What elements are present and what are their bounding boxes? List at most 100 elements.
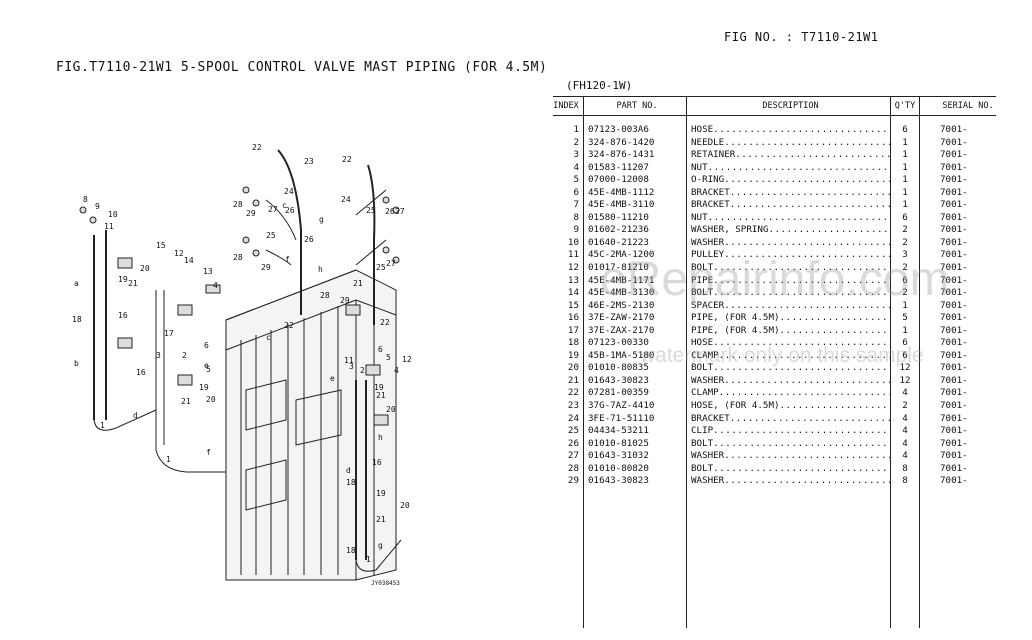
svg-text:5: 5: [206, 365, 211, 374]
row-part-no: 45C-2MA-1200: [583, 249, 687, 263]
row-description: HOSE: [686, 124, 891, 137]
row-serial-no: 7001-: [940, 136, 968, 148]
row-description: PIPE, (FOR 4.5M): [686, 324, 891, 338]
svg-text:11: 11: [344, 356, 354, 365]
svg-text:19: 19: [374, 383, 384, 392]
row-index: 25: [553, 425, 584, 438]
row-description: BRACKET: [686, 199, 891, 212]
row-qty: 4: [890, 412, 920, 426]
row-part-no: 45E-4MB-1112: [583, 186, 687, 200]
svg-text:28: 28: [233, 200, 243, 209]
row-qty: 8: [890, 462, 920, 476]
row-index: 17: [553, 324, 584, 338]
row-part-no: 45E-4MB-1171: [583, 274, 687, 288]
row-index: 11: [553, 249, 584, 263]
row-qty: 1: [890, 199, 920, 212]
row-index: 8: [553, 211, 584, 225]
row-serial-no: 7001-: [940, 236, 968, 248]
parts-table: INDEX PART NO. DESCRIPTION Q'TY SERIAL N…: [553, 96, 996, 628]
row-serial-no: 7001-: [940, 425, 968, 437]
row-part-no: 37E-ZAX-2170: [583, 324, 687, 338]
row-qty: 6: [890, 211, 920, 225]
svg-text:22: 22: [380, 318, 390, 327]
row-part-no: 37E-ZAW-2170: [583, 312, 687, 325]
row-description: PIPE: [686, 274, 891, 288]
row-part-no: 07281-00359: [583, 387, 687, 401]
row-part-no: 01010-80820: [583, 462, 687, 476]
row-serial-no: 7001-: [940, 249, 968, 261]
svg-text:c: c: [282, 201, 287, 210]
svg-text:d: d: [133, 411, 138, 420]
svg-text:21: 21: [353, 279, 363, 288]
row-serial-no: 7001-: [940, 211, 968, 223]
svg-text:d: d: [346, 466, 351, 475]
row-qty: 1: [890, 299, 920, 313]
row-part-no: 324-876-1431: [583, 149, 687, 162]
svg-text:f: f: [206, 448, 211, 457]
row-description: HOSE, (FOR 4.5M): [686, 400, 891, 413]
row-serial-no: 7001-: [940, 462, 968, 474]
row-serial-no: 7001-: [940, 161, 968, 173]
row-index: 21: [553, 374, 584, 388]
svg-text:h: h: [318, 265, 323, 274]
row-index: 4: [553, 161, 584, 175]
row-description: SPACER: [686, 299, 891, 313]
svg-text:c: c: [266, 333, 271, 342]
row-description: PULLEY: [686, 249, 891, 263]
svg-text:18: 18: [346, 546, 356, 555]
row-serial-no: 7001-: [940, 374, 968, 386]
row-index: 12: [553, 262, 584, 275]
svg-text:15: 15: [156, 241, 166, 250]
row-part-no: 07123-00330: [583, 337, 687, 350]
svg-text:21: 21: [128, 279, 138, 288]
row-description: O-RING: [686, 174, 891, 187]
svg-text:22: 22: [284, 321, 294, 330]
header-description: DESCRIPTION: [686, 96, 891, 116]
row-qty: 1: [890, 149, 920, 162]
row-index: 23: [553, 400, 584, 413]
row-description: BRACKET: [686, 412, 891, 426]
row-qty: 4: [890, 450, 920, 463]
row-serial-no: 7001-: [940, 400, 968, 412]
row-serial-no: 7001-: [940, 274, 968, 286]
svg-text:4: 4: [394, 366, 399, 375]
row-index: 3: [553, 149, 584, 162]
row-part-no: 04434-53211: [583, 425, 687, 438]
svg-text:24: 24: [284, 187, 294, 196]
svg-text:21: 21: [181, 397, 191, 406]
row-qty: 4: [890, 437, 920, 451]
svg-text:23: 23: [304, 157, 314, 166]
row-serial-no: 7001-: [940, 437, 968, 449]
svg-text:29: 29: [261, 263, 271, 272]
row-part-no: 07000-12008: [583, 174, 687, 187]
svg-text:4: 4: [213, 281, 218, 290]
svg-text:22: 22: [342, 155, 352, 164]
row-qty: 3: [890, 249, 920, 263]
svg-text:1: 1: [166, 455, 171, 464]
row-description: BOLT: [686, 262, 891, 275]
svg-text:18: 18: [346, 478, 356, 487]
row-part-no: 01580-11210: [583, 211, 687, 225]
row-part-no: 3FE-71-51110: [583, 412, 687, 426]
row-index: 2: [553, 136, 584, 150]
row-serial-no: 7001-: [940, 412, 968, 424]
row-description: NUT: [686, 161, 891, 175]
row-qty: 4: [890, 425, 920, 438]
svg-text:11: 11: [104, 222, 114, 231]
svg-text:e: e: [204, 361, 209, 370]
svg-text:h: h: [378, 433, 383, 442]
svg-text:25: 25: [376, 263, 386, 272]
row-qty: 6: [890, 124, 920, 137]
row-serial-no: 7001-: [940, 362, 968, 374]
